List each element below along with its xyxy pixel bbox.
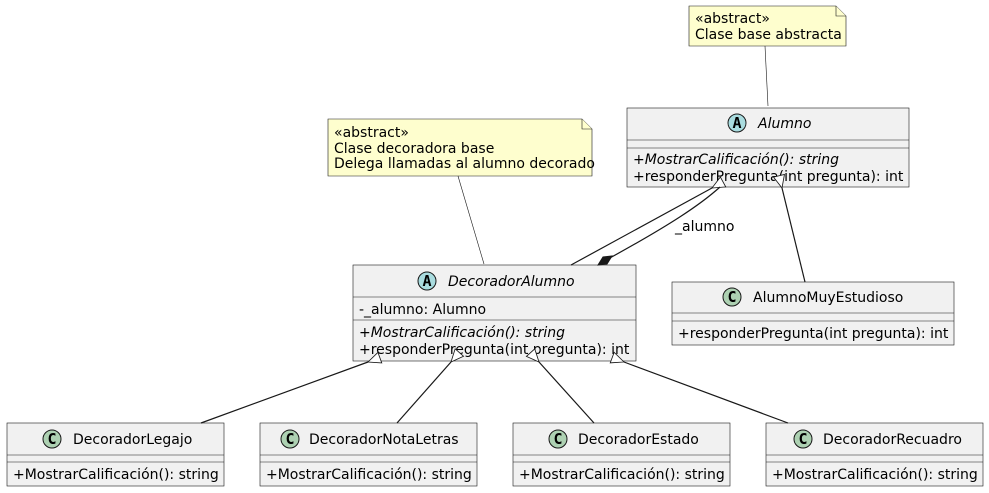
class-icon bbox=[722, 287, 742, 307]
class-icon bbox=[548, 429, 568, 449]
class-method: +MostrarCalificación(): string bbox=[359, 325, 565, 341]
class-alumno-muy-estudioso[interactable]: C AlumnoMuyEstudioso +responderPregunta(… bbox=[671, 281, 955, 346]
class-method: +responderPregunta(int pregunta): int bbox=[359, 342, 630, 358]
class-method: +MostrarCalificación(): string bbox=[772, 467, 978, 483]
abstract-class-glyph: A bbox=[423, 272, 432, 290]
class-decorador-nota-letras[interactable]: C DecoradorNotaLetras +MostrarCalificaci… bbox=[259, 422, 478, 487]
class-method: +MostrarCalificación(): string bbox=[633, 152, 839, 168]
class-name: DecoradorRecuadro bbox=[823, 432, 962, 448]
class-name: DecoradorEstado bbox=[578, 432, 699, 448]
class-decorador-estado[interactable]: C DecoradorEstado +MostrarCalificación()… bbox=[512, 422, 731, 487]
note-alumno: «abstract» Clase base abstracta bbox=[688, 5, 847, 47]
class-glyph: C bbox=[728, 288, 737, 306]
abstract-class-icon bbox=[417, 271, 437, 291]
class-method: +MostrarCalificación(): string bbox=[519, 467, 725, 483]
class-name: DecoradorLegajo bbox=[73, 432, 192, 448]
inheritance-estado-to-decorador bbox=[539, 362, 595, 424]
note-decorador-line-1: «abstract» bbox=[334, 125, 409, 141]
class-attribute: -_alumno: Alumno bbox=[359, 302, 486, 318]
abstract-class-glyph: A bbox=[733, 114, 742, 132]
composition-label: _alumno bbox=[674, 219, 734, 235]
class-icon bbox=[42, 429, 62, 449]
class-name: DecoradorAlumno bbox=[448, 274, 575, 290]
note-alumno-link bbox=[764, 45, 769, 107]
note-decorador-line-2: Clase decoradora base bbox=[334, 141, 494, 157]
inheritance-legajo-to-decorador bbox=[200, 362, 368, 424]
note-alumno-line-2: Clase base abstracta bbox=[695, 27, 842, 43]
class-decorador-recuadro[interactable]: C DecoradorRecuadro +MostrarCalificación… bbox=[765, 422, 984, 487]
note-alumno-line-1: «abstract» bbox=[695, 11, 770, 27]
note-decorador-line-3: Delega llamadas al alumno decorado bbox=[334, 156, 595, 172]
class-glyph: C bbox=[799, 430, 808, 448]
class-glyph: C bbox=[48, 430, 57, 448]
class-method: +MostrarCalificación(): string bbox=[13, 467, 219, 483]
class-name: DecoradorNotaLetras bbox=[309, 432, 459, 448]
class-decorador-legajo[interactable]: C DecoradorLegajo +MostrarCalificación()… bbox=[6, 422, 225, 487]
inheritance-recuadro-to-decorador bbox=[624, 362, 789, 424]
class-decorador-alumno[interactable]: A DecoradorAlumno -_alumno: Alumno +Most… bbox=[352, 264, 637, 362]
inheritance-decorador-to-alumno bbox=[570, 188, 712, 266]
class-icon bbox=[280, 429, 300, 449]
class-icon bbox=[793, 429, 813, 449]
class-name: Alumno bbox=[757, 116, 811, 132]
class-glyph: C bbox=[554, 430, 563, 448]
note-decorador-link bbox=[457, 175, 485, 265]
composition-alumno-link bbox=[607, 186, 721, 260]
class-alumno[interactable]: A Alumno +MostrarCalificación(): string … bbox=[626, 107, 910, 188]
inheritance-muy-estudioso-to-alumno bbox=[782, 188, 806, 283]
class-method: +MostrarCalificación(): string bbox=[266, 467, 472, 483]
class-method: +responderPregunta(int pregunta): int bbox=[633, 169, 904, 185]
abstract-class-icon bbox=[727, 113, 747, 133]
note-decorador-alumno: «abstract» Clase decoradora base Delega … bbox=[327, 118, 595, 177]
class-glyph: C bbox=[286, 430, 295, 448]
inheritance-nota-letras-to-decorador bbox=[396, 362, 451, 424]
composition-diamond-icon bbox=[597, 255, 613, 266]
class-method: +responderPregunta(int pregunta): int bbox=[678, 326, 949, 342]
class-name: AlumnoMuyEstudioso bbox=[753, 290, 903, 306]
